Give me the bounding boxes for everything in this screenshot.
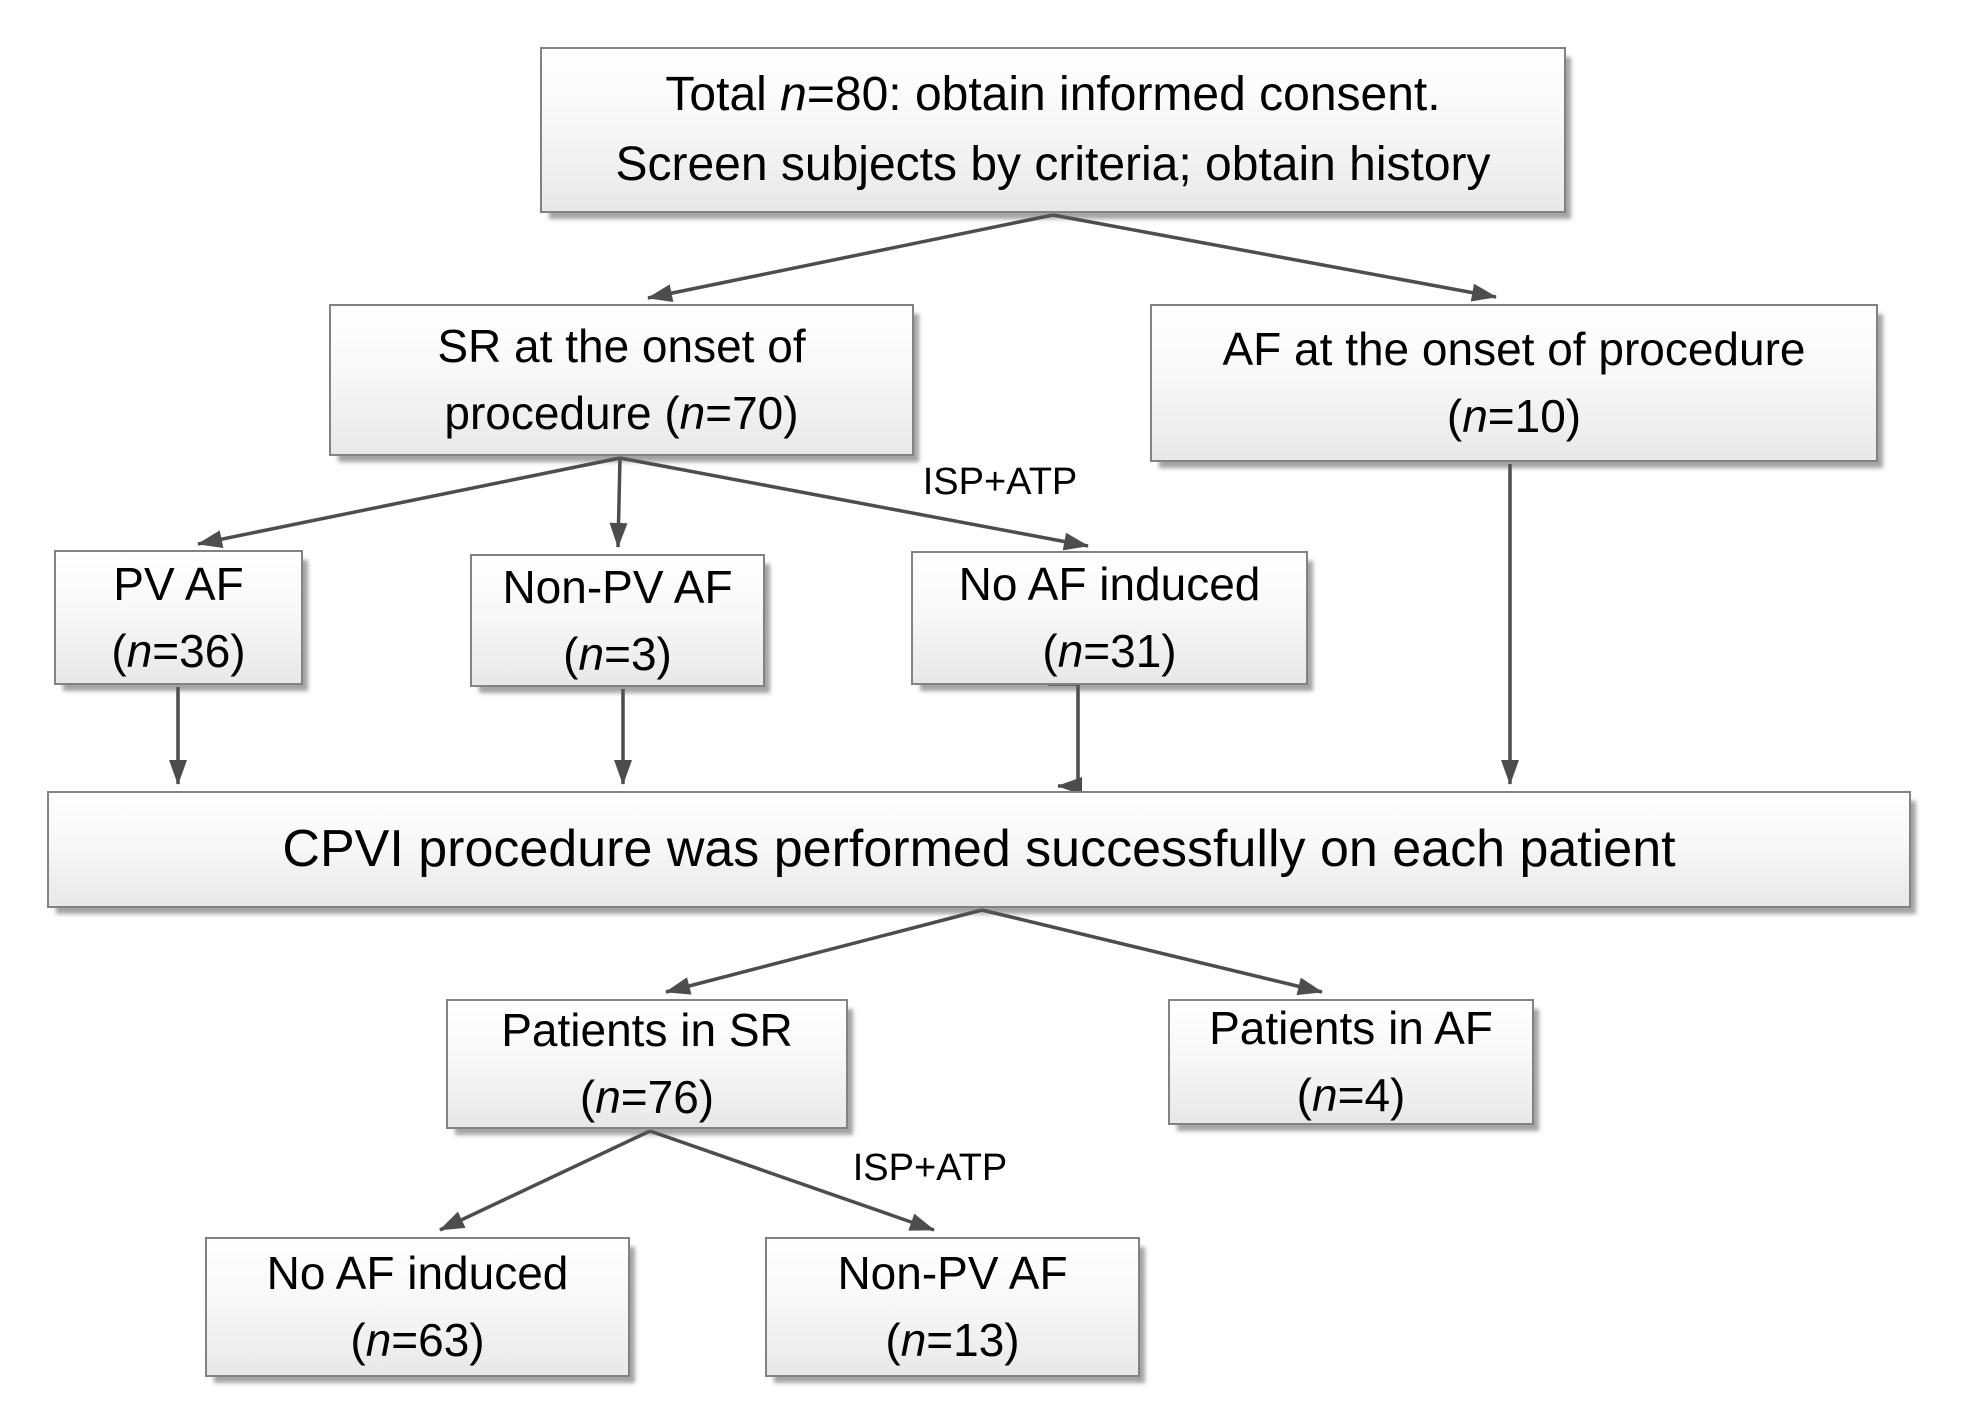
arrow-cpvi-to-patients-af bbox=[981, 908, 1323, 996]
node-no-af-63: No AF induced(n=63) bbox=[205, 1237, 630, 1377]
node-total-consent: Total n=80: obtain informed consent.Scre… bbox=[540, 47, 1566, 213]
node-non-pv-13: Non-PV AF(n=13) bbox=[765, 1237, 1140, 1377]
arrow-psr-to-noaf63 bbox=[439, 1129, 651, 1232]
node-patients-sr: Patients in SR(n=76) bbox=[446, 999, 848, 1129]
arrow-sr-to-nonpvaf bbox=[609, 457, 628, 548]
node-af-onset: AF at the onset of procedure(n=10) bbox=[1150, 304, 1878, 462]
node-non-pv-af: Non-PV AF(n=3) bbox=[470, 554, 765, 687]
arrow-noaf-to-cpvi bbox=[1048, 682, 1082, 795]
node-pv-af: PV AF(n=36) bbox=[54, 550, 303, 685]
arrow-sr-to-pvaf bbox=[197, 456, 621, 549]
edge-label-isp-atp-upper: ISP+ATP bbox=[922, 461, 1078, 503]
arrow-cpvi-to-patients-sr bbox=[665, 908, 983, 995]
edge-label-isp-atp-lower: ISP+ATP bbox=[852, 1147, 1008, 1189]
node-cpvi: CPVI procedure was performed successfull… bbox=[47, 791, 1911, 908]
arrow-total-to-sr bbox=[647, 213, 1054, 302]
node-no-af-induced: No AF induced(n=31) bbox=[911, 551, 1308, 685]
arrow-total-to-af bbox=[1052, 213, 1497, 302]
node-patients-af: Patients in AF(n=4) bbox=[1168, 999, 1534, 1125]
